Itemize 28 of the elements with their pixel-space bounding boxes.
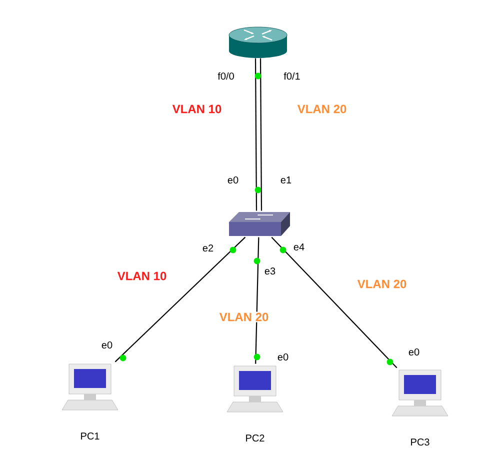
port-label: f0/1 [284, 72, 300, 80]
port-label: e4 [294, 244, 304, 250]
computer-icon [392, 370, 448, 416]
device-name: PC3 [411, 438, 430, 446]
vlan-label: VLAN 20 [219, 312, 268, 322]
device-name: PC2 [246, 434, 264, 442]
cable [114, 236, 246, 362]
port-label: e0 [102, 341, 112, 349]
computer-icon [226, 366, 284, 412]
vlan-label: VLAN 10 [117, 272, 166, 280]
cable [254, 58, 258, 211]
port-label: f0/0 [218, 72, 234, 80]
computer-icon [62, 364, 118, 410]
cable [260, 58, 262, 211]
port-label: e0 [228, 176, 238, 184]
port-label: e1 [280, 176, 292, 184]
vlan-label: VLAN 20 [357, 280, 406, 288]
port-label: e0 [278, 353, 288, 361]
vlan-label: VLAN 10 [172, 104, 222, 114]
port-label: e0 [408, 348, 420, 356]
router-icon [228, 26, 288, 58]
cable [255, 237, 260, 364]
cable [271, 236, 398, 368]
device-name: PC1 [81, 432, 100, 440]
vlan-label: VLAN 20 [297, 104, 346, 114]
port-label: e3 [264, 267, 276, 275]
switch-icon [229, 212, 290, 236]
port-label: e2 [202, 244, 214, 252]
